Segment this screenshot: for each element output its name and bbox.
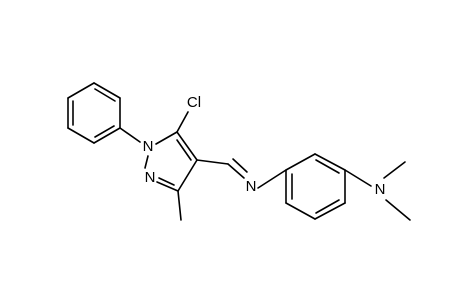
bond <box>385 199 411 221</box>
bond <box>93 82 121 99</box>
double-bond <box>232 158 248 173</box>
bond <box>344 169 372 187</box>
bond <box>155 131 178 145</box>
phenyl-ring <box>67 82 121 144</box>
double-bond <box>158 177 175 186</box>
bond <box>67 127 95 144</box>
phenylene-ring <box>285 153 346 220</box>
bond <box>144 155 149 169</box>
double-bond <box>176 139 192 161</box>
bond <box>177 190 182 221</box>
bond <box>285 153 316 171</box>
pyrazole-n2-label: N <box>145 169 156 186</box>
pyrazole-ring <box>144 131 198 192</box>
bond <box>177 159 198 192</box>
double-bond <box>94 125 115 138</box>
chlorine-atom-label: Cl <box>187 94 201 111</box>
bond <box>314 202 346 220</box>
pyrazole-n1-label: N <box>143 138 154 155</box>
imine-nitrogen-label: N <box>246 178 257 195</box>
bond <box>285 202 316 220</box>
bond <box>227 163 245 179</box>
bond <box>314 153 346 171</box>
bond <box>176 111 189 133</box>
bond <box>67 82 95 99</box>
bond <box>93 127 121 144</box>
bond <box>196 159 229 165</box>
bond <box>383 161 406 179</box>
bond <box>119 127 141 143</box>
double-bond <box>315 159 340 174</box>
bond <box>156 181 179 192</box>
bond <box>176 131 198 161</box>
double-bond <box>315 199 340 214</box>
double-bond <box>94 88 116 102</box>
amine-nitrogen-label: N <box>375 181 386 198</box>
bond <box>257 169 287 189</box>
